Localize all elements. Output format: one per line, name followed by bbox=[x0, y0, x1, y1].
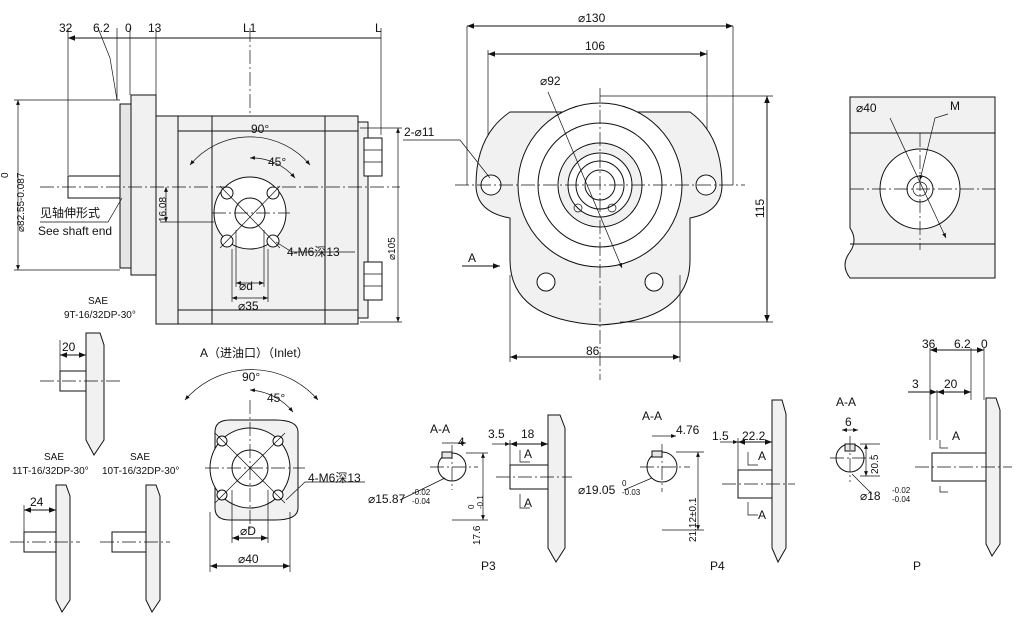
p4-diameter: ⌀19.05 bbox=[578, 483, 616, 497]
p3-dim-3-5: 3.5 bbox=[488, 427, 505, 441]
dim-0: 0 bbox=[125, 21, 132, 35]
p-section: A-A bbox=[836, 395, 856, 409]
shaft-9t-dim-20: 20 bbox=[62, 340, 76, 354]
p3-label: P3 bbox=[481, 559, 496, 573]
dim-l: L bbox=[375, 21, 382, 35]
shaft-11t-spec: 11T-16/32DP-30° bbox=[12, 466, 89, 477]
p3-dia-tol-lower: -0.04 bbox=[412, 497, 431, 506]
holes-note: 2-⌀11 bbox=[404, 125, 435, 139]
pilot-tol-0: 0 bbox=[0, 172, 11, 178]
p3-detail: A-A 4 3.5 18 A A ⌀15.87 -0.02 -0.04 17.6… bbox=[368, 414, 572, 573]
inlet-dim-d: ⌀D bbox=[240, 524, 256, 538]
p4-label: P4 bbox=[710, 559, 725, 573]
rear-label-m: M bbox=[950, 99, 960, 113]
p4-dia-tol-upper: 0 bbox=[622, 479, 627, 488]
angle-45: 45° bbox=[268, 155, 286, 169]
thread-note: 4-M6深13 bbox=[287, 245, 340, 259]
p4-key-height: 21.12±0.1 bbox=[688, 497, 699, 542]
shaft-11t-sae: SAE bbox=[44, 452, 64, 463]
p-dim-0: 0 bbox=[981, 337, 988, 351]
port-a-label: A bbox=[468, 251, 476, 265]
p-dim-6-2: 6.2 bbox=[954, 337, 971, 351]
p-dim-20-5: 20.5 bbox=[870, 454, 881, 474]
inlet-port-detail: A（进油口）（Inlet） 90° 45° 4-M6深13 ⌀D ⌀40 bbox=[184, 346, 365, 572]
p3-key-height: 17.6 bbox=[472, 525, 483, 545]
inlet-thread-note: 4-M6深13 bbox=[308, 471, 361, 485]
p3-cut-a-bottom: A bbox=[524, 496, 532, 510]
p3-dim-4: 4 bbox=[458, 435, 465, 449]
p-detail: 36 6.2 0 3 20 A-A 6 A 20.5 ⌀18 -0.02 -0.… bbox=[830, 337, 1012, 573]
shaft-11t-dim-24: 24 bbox=[30, 495, 44, 509]
shaft-11t-detail: SAE 11T-16/32DP-30° 24 bbox=[10, 452, 89, 613]
shaft-note-cn: 见轴伸形式 bbox=[40, 205, 100, 220]
dim-13: 13 bbox=[148, 21, 162, 35]
p4-dim-1-5: 1.5 bbox=[712, 429, 729, 443]
dim-130: ⌀130 bbox=[578, 11, 606, 25]
shaft-9t-detail: 20 bbox=[40, 332, 120, 456]
p3-key-tol-upper: 0 bbox=[467, 504, 476, 509]
p3-dim-18: 18 bbox=[521, 427, 535, 441]
p3-section: A-A bbox=[430, 422, 450, 436]
rear-view: ⌀40 M bbox=[844, 96, 996, 279]
pilot-diameter: ⌀82.55-0.087 bbox=[16, 172, 27, 232]
p-cut-a: A bbox=[952, 429, 960, 443]
side-view: 32 6.2 0 13 L1 L 90° 45° 0 ⌀82.55-0.087 … bbox=[0, 21, 402, 325]
p4-section: A-A bbox=[642, 409, 662, 423]
shaft-note-en: See shaft end bbox=[38, 224, 112, 238]
dim-d: ⌀d bbox=[239, 279, 253, 293]
sae-label: SAE bbox=[88, 296, 108, 307]
p3-key-tol-lower: -0.1 bbox=[476, 495, 485, 509]
inlet-angle-45: 45° bbox=[267, 391, 285, 405]
dim-l1: L1 bbox=[243, 21, 257, 35]
dim-16-08: 16.08 bbox=[158, 197, 169, 222]
p3-cut-a-top: A bbox=[524, 447, 532, 461]
dim-6-2: 6.2 bbox=[93, 21, 110, 35]
p3-dia-tol-upper: -0.02 bbox=[412, 488, 431, 497]
dim-86: 86 bbox=[586, 344, 600, 358]
dim-32: 32 bbox=[59, 21, 73, 35]
p-dim-3: 3 bbox=[912, 377, 919, 391]
p3-diameter: ⌀15.87 bbox=[368, 492, 406, 506]
p-dim-36: 36 bbox=[922, 337, 936, 351]
inlet-title: A（进油口）（Inlet） bbox=[200, 346, 309, 360]
inlet-angle-90: 90° bbox=[242, 370, 260, 384]
p4-dia-tol-lower: -0.03 bbox=[622, 488, 641, 497]
shaft-10t-detail: SAE 10T-16/32DP-30° bbox=[100, 452, 179, 613]
p-diameter: ⌀18 bbox=[860, 489, 881, 503]
front-view: ⌀130 106 ⌀92 2-⌀11 115 86 A bbox=[403, 11, 773, 380]
p4-cut-a-top: A bbox=[758, 449, 766, 463]
p-label: P bbox=[913, 559, 921, 573]
dim-92: ⌀92 bbox=[540, 74, 561, 88]
inlet-dim-40: ⌀40 bbox=[238, 552, 259, 566]
p4-dim-22-2: 22.2 bbox=[742, 429, 766, 443]
dim-106: 106 bbox=[585, 39, 605, 53]
angle-90: 90° bbox=[251, 122, 269, 136]
p4-dim-4-76: 4.76 bbox=[676, 423, 700, 437]
shaft-10t-spec: 10T-16/32DP-30° bbox=[102, 466, 179, 477]
dim-105: ⌀105 bbox=[387, 237, 398, 260]
shaft-10t-sae: SAE bbox=[130, 452, 150, 463]
p-dia-tol-lower: -0.04 bbox=[892, 495, 911, 504]
p-dia-tol-upper: -0.02 bbox=[892, 486, 911, 495]
p-dim-20: 20 bbox=[944, 377, 958, 391]
sae-spec-9t: 9T-16/32DP-30° bbox=[64, 310, 136, 321]
rear-dim-40: ⌀40 bbox=[856, 101, 877, 115]
dim-35: ⌀35 bbox=[238, 299, 259, 313]
dim-115: 115 bbox=[753, 199, 767, 218]
p-dim-6: 6 bbox=[845, 415, 852, 429]
p4-detail: A-A 4.76 1.5 22.2 A A ⌀19.05 0 -0.03 21.… bbox=[578, 399, 795, 573]
p4-cut-a-bottom: A bbox=[758, 508, 766, 522]
